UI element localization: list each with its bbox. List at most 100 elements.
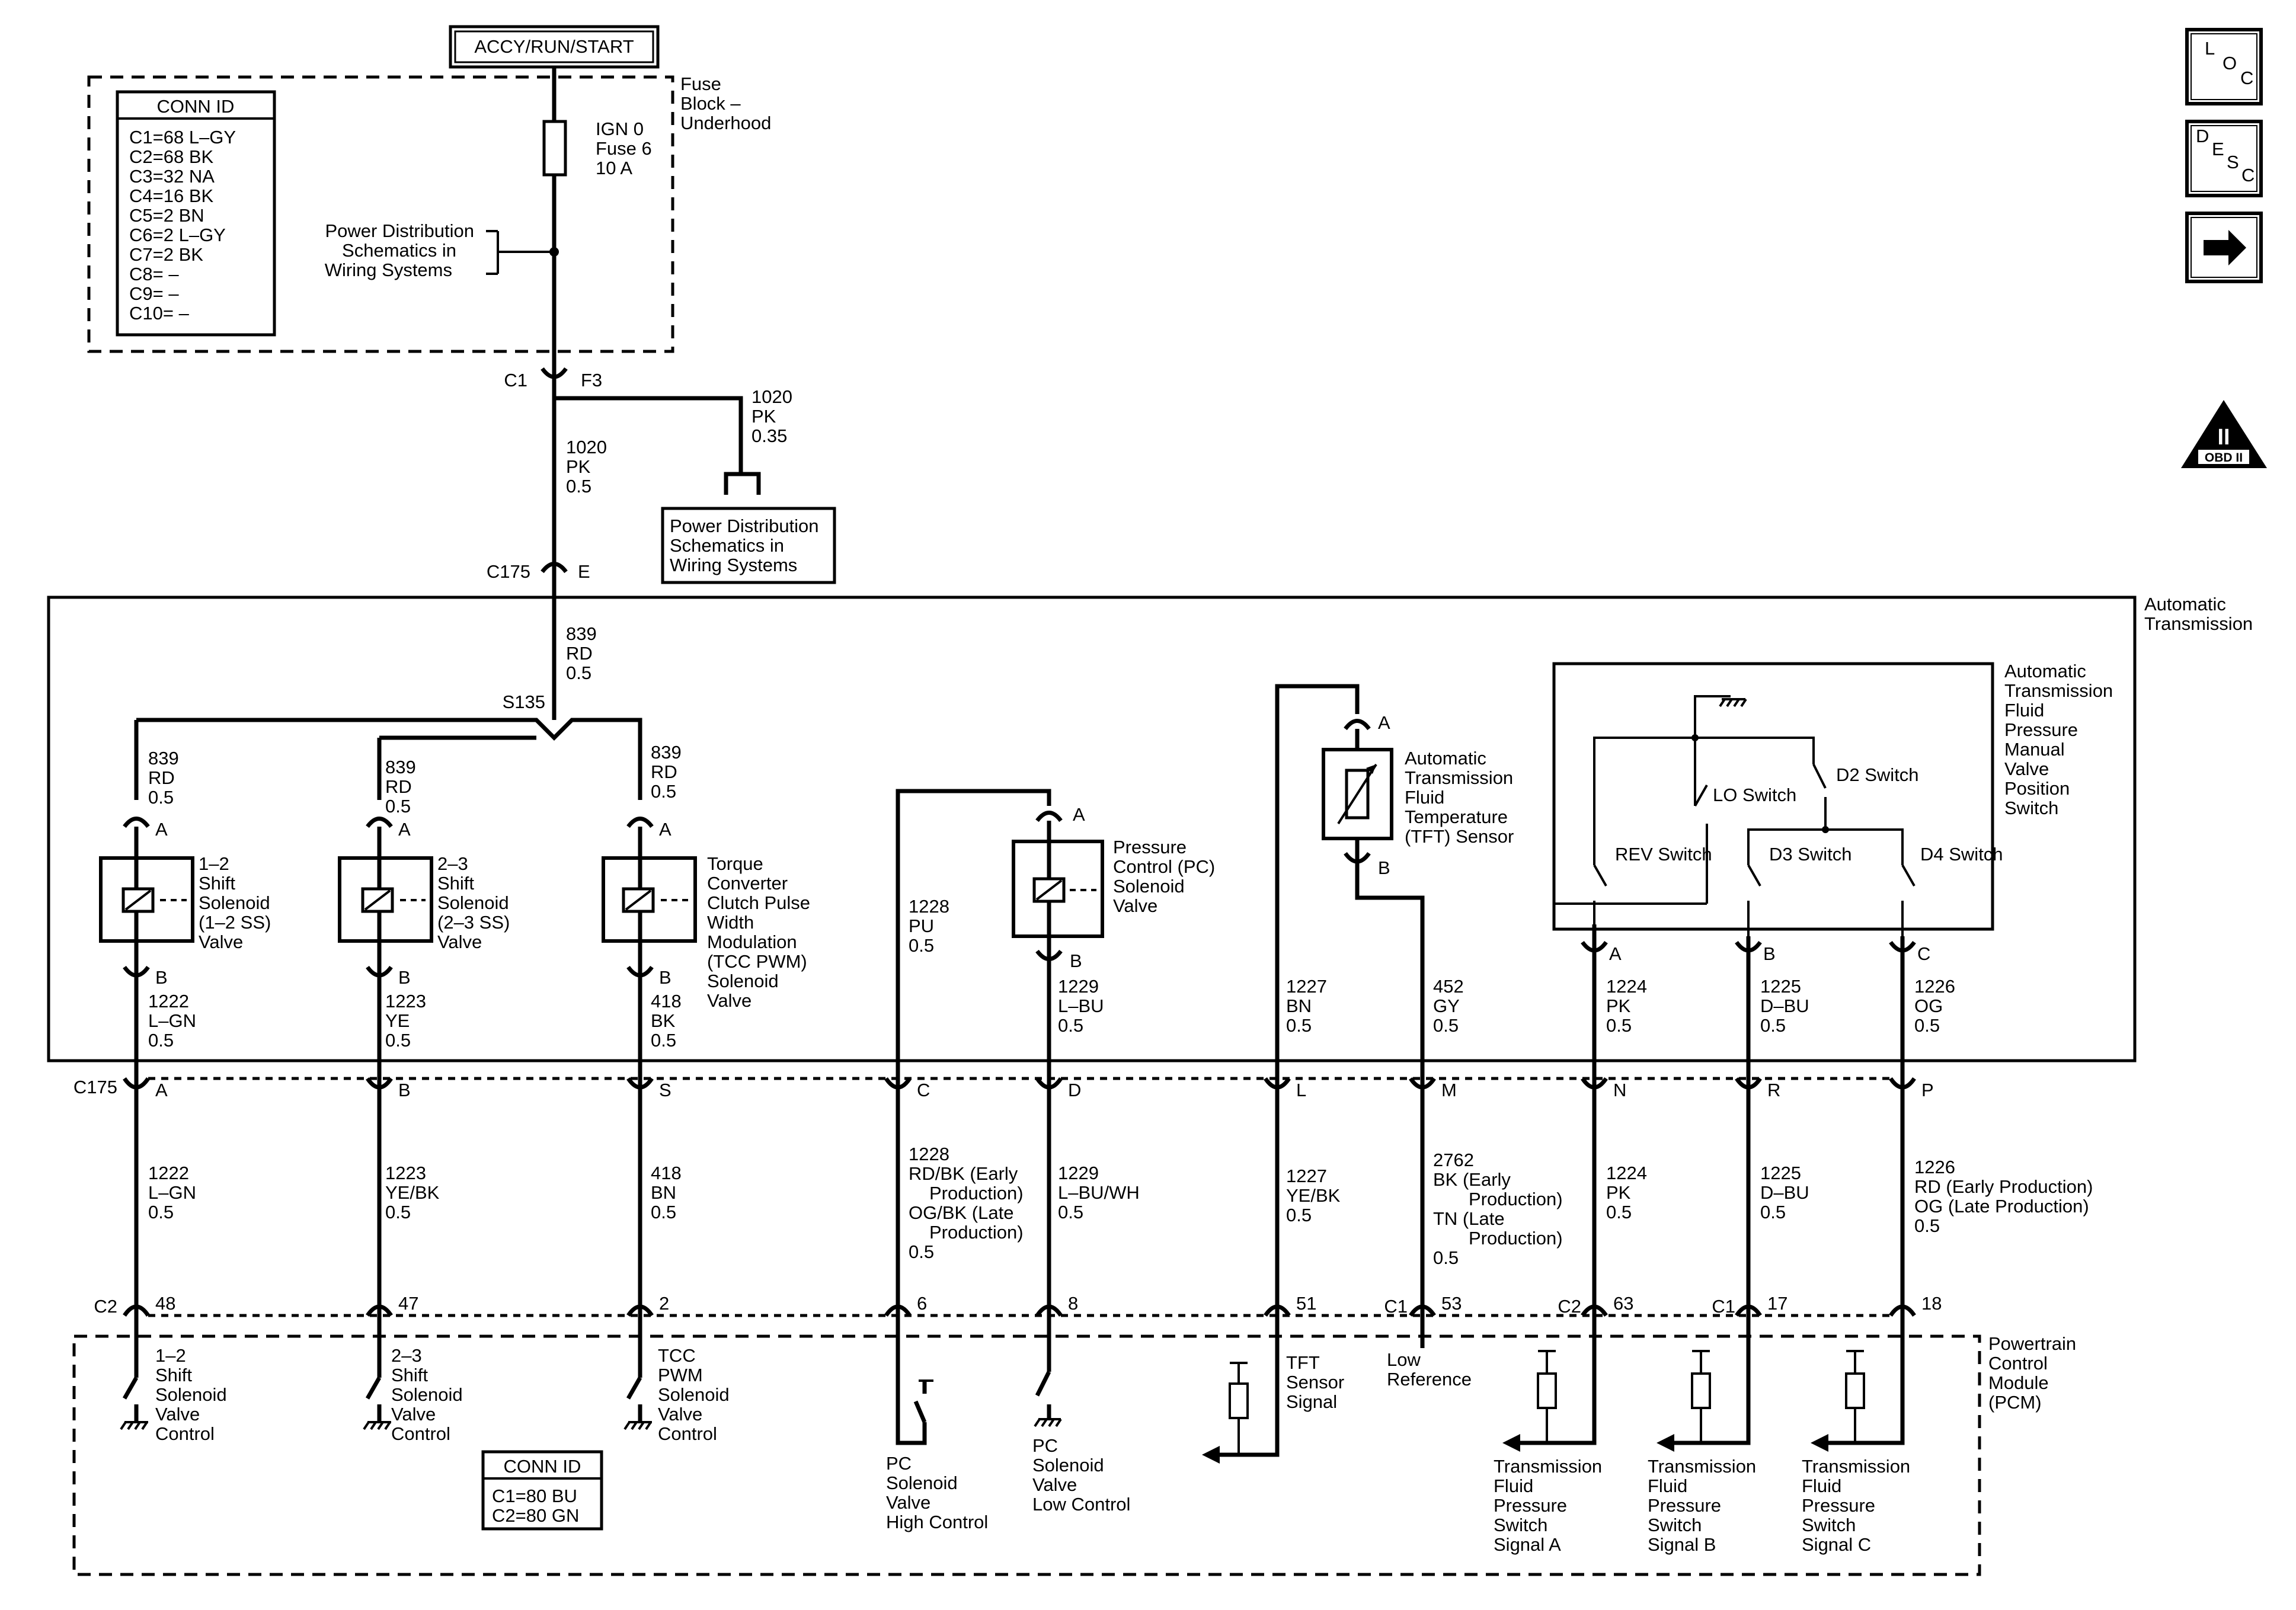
power-dist-box bbox=[661, 507, 836, 584]
svg-text:1229: 1229 bbox=[1058, 976, 1099, 997]
svg-text:L–GN: L–GN bbox=[148, 1010, 196, 1031]
svg-text:Fluid: Fluid bbox=[1802, 1475, 1841, 1496]
svg-text:1223: 1223 bbox=[385, 991, 426, 1012]
svg-text:Valve: Valve bbox=[199, 932, 243, 952]
svg-text:Valve: Valve bbox=[155, 1404, 200, 1425]
svg-text:Fuse: Fuse bbox=[680, 73, 721, 94]
svg-text:1228: 1228 bbox=[909, 1144, 949, 1164]
svg-text:Solenoid: Solenoid bbox=[437, 892, 509, 913]
loc-button[interactable]: L O C bbox=[2185, 28, 2263, 105]
svg-text:Manual: Manual bbox=[2004, 739, 2065, 760]
svg-text:A: A bbox=[155, 1080, 168, 1100]
svg-text:Solenoid: Solenoid bbox=[1032, 1455, 1104, 1475]
rev-switch-label: REV Switch bbox=[1615, 844, 1712, 865]
svg-text:0.5: 0.5 bbox=[148, 1202, 174, 1222]
svg-text:C2: C2 bbox=[94, 1296, 117, 1317]
svg-text:Valve: Valve bbox=[1032, 1474, 1077, 1495]
svg-text:C: C bbox=[2241, 165, 2255, 185]
svg-text:C: C bbox=[917, 1080, 930, 1100]
svg-text:F3: F3 bbox=[581, 370, 602, 391]
svg-text:TN (Late: TN (Late bbox=[1433, 1208, 1505, 1229]
svg-text:1227: 1227 bbox=[1286, 976, 1327, 997]
svg-text:0.5: 0.5 bbox=[1760, 1015, 1786, 1036]
shift-solenoid-2-3: 839 RD 0.5 A B 2–3 Shift Solenoid (2–3 S… bbox=[338, 757, 510, 1051]
svg-text:Production): Production) bbox=[1469, 1189, 1563, 1209]
svg-text:OG/BK (Late: OG/BK (Late bbox=[909, 1202, 1013, 1223]
svg-text:Pressure: Pressure bbox=[1648, 1495, 1721, 1516]
svg-text:0.5: 0.5 bbox=[1914, 1215, 1940, 1236]
svg-text:0.5: 0.5 bbox=[566, 662, 591, 683]
svg-text:Pressure: Pressure bbox=[1494, 1495, 1567, 1516]
svg-text:Converter: Converter bbox=[707, 873, 788, 894]
pcm-driver-2-3: 2–3 Shift Solenoid Valve Control bbox=[363, 1315, 463, 1444]
svg-text:OG (Late Production): OG (Late Production) bbox=[1914, 1196, 2089, 1217]
svg-text:0.5: 0.5 bbox=[1606, 1015, 1632, 1036]
svg-text:E: E bbox=[2212, 139, 2224, 159]
svg-text:Solenoid: Solenoid bbox=[886, 1473, 958, 1493]
svg-text:0.5: 0.5 bbox=[909, 1241, 934, 1262]
svg-text:1227: 1227 bbox=[1286, 1166, 1327, 1186]
svg-text:Clutch Pulse: Clutch Pulse bbox=[707, 892, 810, 913]
svg-text:D: D bbox=[1068, 1080, 1081, 1100]
branch-bracket bbox=[724, 472, 761, 495]
next-arrow-button[interactable] bbox=[2185, 212, 2263, 283]
svg-text:C6=2 L–GY: C6=2 L–GY bbox=[129, 225, 226, 245]
svg-text:A: A bbox=[659, 819, 671, 840]
svg-text:Sensor: Sensor bbox=[1286, 1372, 1344, 1393]
svg-text:Switch: Switch bbox=[1802, 1515, 1856, 1535]
svg-text:Signal C: Signal C bbox=[1802, 1534, 1871, 1555]
svg-text:Transmission: Transmission bbox=[1494, 1456, 1602, 1477]
svg-text:PC: PC bbox=[1032, 1435, 1058, 1456]
svg-text:Automatic: Automatic bbox=[2004, 661, 2086, 681]
svg-text:C: C bbox=[2240, 68, 2253, 88]
svg-text:Transmission: Transmission bbox=[2004, 680, 2113, 701]
svg-text:53: 53 bbox=[1441, 1293, 1462, 1314]
pcm-pins: 48 47 2 6 8 51 53 63 17 18 bbox=[123, 1293, 1942, 1317]
svg-text:18: 18 bbox=[1921, 1293, 1942, 1314]
svg-text:RD: RD bbox=[651, 761, 677, 782]
svg-text:C5=2 BN: C5=2 BN bbox=[129, 205, 204, 226]
svg-text:Switch: Switch bbox=[1648, 1515, 1702, 1535]
svg-text:Underhood: Underhood bbox=[680, 113, 771, 133]
svg-text:0.5: 0.5 bbox=[1433, 1247, 1459, 1268]
svg-text:1222: 1222 bbox=[148, 1163, 189, 1183]
power-source-label: ACCY/RUN/START bbox=[474, 36, 634, 57]
desc-button[interactable]: D E S C bbox=[2185, 120, 2263, 197]
pcm-switch-signal-a: Transmission Fluid Pressure Switch Signa… bbox=[1494, 1315, 1602, 1555]
svg-text:B: B bbox=[155, 967, 168, 988]
svg-text:D: D bbox=[2196, 126, 2209, 146]
svg-text:L: L bbox=[1296, 1080, 1306, 1100]
splice-s135-bus bbox=[136, 718, 642, 800]
solenoid-1-name: 1–2 Shift Solenoid (1–2 SS) Valve bbox=[199, 853, 271, 952]
svg-text:Solenoid: Solenoid bbox=[1113, 876, 1185, 897]
svg-text:Reference: Reference bbox=[1387, 1369, 1472, 1390]
svg-text:PC: PC bbox=[886, 1453, 912, 1474]
svg-text:GY: GY bbox=[1433, 996, 1460, 1016]
pcm-tft-signal: TFT Sensor Signal bbox=[1202, 1315, 1344, 1464]
svg-text:TFT: TFT bbox=[1286, 1352, 1320, 1373]
svg-text:0.5: 0.5 bbox=[148, 1030, 174, 1051]
svg-text:Low Control: Low Control bbox=[1032, 1494, 1130, 1515]
svg-text:Shift: Shift bbox=[437, 873, 474, 894]
svg-text:E: E bbox=[578, 561, 590, 582]
svg-text:0.5: 0.5 bbox=[148, 787, 174, 808]
pcm-outline bbox=[72, 1334, 1981, 1576]
svg-text:Block –: Block – bbox=[680, 93, 741, 114]
svg-text:A: A bbox=[1378, 712, 1390, 733]
switch-wire-a-label: 1224 PK 0.5 bbox=[1606, 976, 1647, 1036]
svg-text:Position: Position bbox=[2004, 778, 2070, 799]
wire-1020-b-label: 1020 PK 0.35 bbox=[752, 386, 792, 446]
svg-text:0.5: 0.5 bbox=[1914, 1015, 1940, 1036]
svg-text:YE/BK: YE/BK bbox=[385, 1182, 440, 1203]
fuse-block-outline bbox=[87, 75, 674, 353]
svg-text:S: S bbox=[2227, 152, 2239, 172]
svg-text:Control (PC): Control (PC) bbox=[1113, 856, 1215, 877]
svg-text:P: P bbox=[1921, 1080, 1934, 1100]
tft-wire-a-label: 1227 BN 0.5 bbox=[1286, 976, 1327, 1036]
svg-text:YE/BK: YE/BK bbox=[1286, 1185, 1341, 1206]
svg-text:839: 839 bbox=[566, 623, 597, 644]
svg-text:Transmission: Transmission bbox=[1802, 1456, 1910, 1477]
solenoid-3-wire-in-label: 839 RD 0.5 bbox=[651, 742, 682, 802]
svg-text:Solenoid: Solenoid bbox=[391, 1384, 463, 1405]
